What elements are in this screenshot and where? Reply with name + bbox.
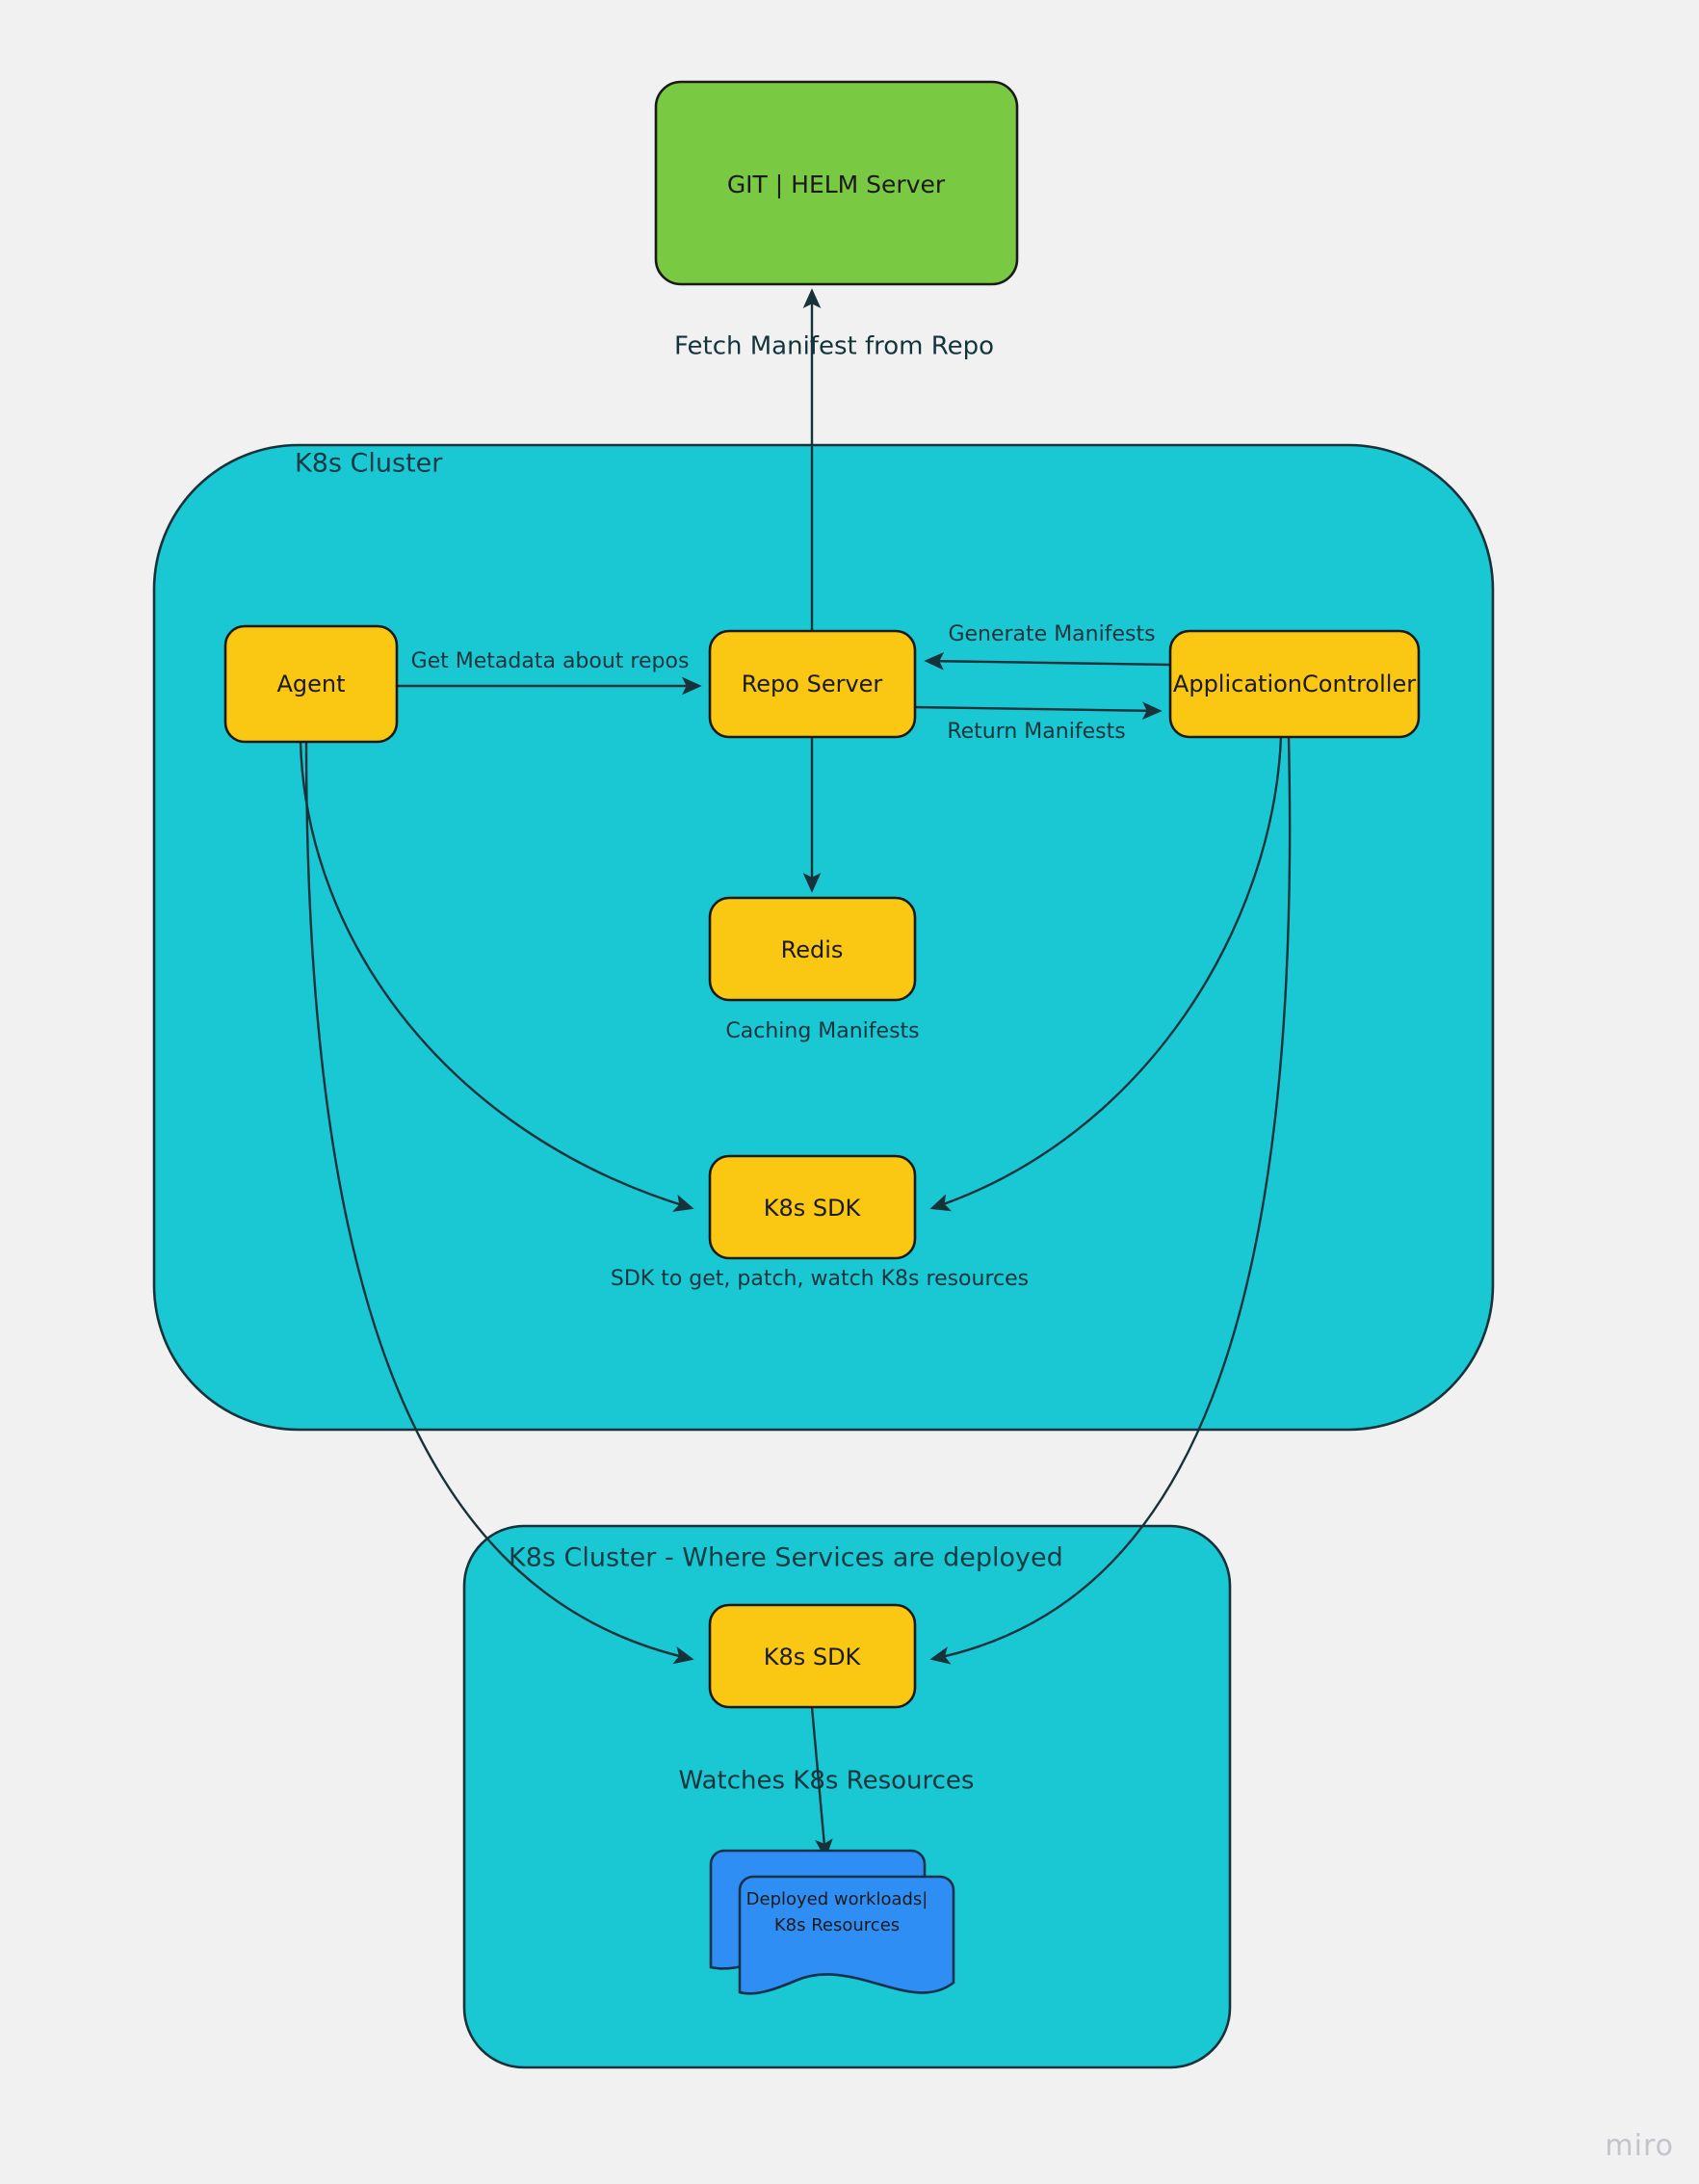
application-controller-label: ApplicationController — [1173, 671, 1416, 697]
redis-box[interactable] — [708, 896, 917, 1002]
edge-repo-server-to-redis[interactable]: Caching Manifests — [725, 737, 920, 1043]
k8s-cluster-bottom-label: K8s Cluster - Where Services are deploye… — [509, 1543, 1063, 1573]
edge-agent-to-k8s-sdk-top[interactable]: SDK to get, patch, watch K8s resources — [299, 741, 1029, 1291]
git-helm-server-label: GIT | HELM Server — [727, 171, 946, 198]
k8s-sdk-bottom-box[interactable] — [708, 1603, 917, 1709]
edge-label-sdk-description: SDK to get, patch, watch K8s resources — [611, 1267, 1029, 1291]
application-controller-box[interactable] — [1168, 629, 1421, 739]
node-repo-server[interactable]: Repo Server — [708, 629, 917, 739]
edge-appcontroller-to-repo-server[interactable]: Generate Manifests — [924, 622, 1171, 671]
edge-label-fetch-manifest: Fetch Manifest from Repo — [674, 332, 994, 361]
k8s-sdk-top-box[interactable] — [708, 1154, 917, 1260]
edge-appcontroller-to-k8s-sdk-bottom[interactable] — [929, 736, 1292, 1665]
edge-line — [929, 736, 1292, 1665]
miro-watermark: miro — [1605, 2129, 1674, 2163]
node-git-helm-server[interactable]: GIT | HELM Server — [654, 80, 1019, 286]
k8s-sdk-top-label: K8s SDK — [764, 1195, 862, 1222]
edge-appcontroller-to-k8s-sdk-top[interactable] — [929, 736, 1283, 1212]
edge-line — [810, 1706, 833, 1859]
edge-line — [924, 651, 1171, 671]
k8s-sdk-bottom-label: K8s SDK — [764, 1644, 862, 1671]
agent-box[interactable] — [223, 624, 399, 744]
edge-line — [914, 701, 1163, 721]
edge-line — [299, 741, 694, 1212]
edge-line — [929, 736, 1283, 1212]
node-k8s-sdk-top[interactable]: K8s SDK — [708, 1154, 917, 1260]
deployed-workloads-label-line2: K8s Resources — [774, 1915, 900, 1935]
node-deployed-workloads[interactable]: Deployed workloads| K8s Resources — [709, 1849, 955, 1995]
node-k8s-sdk-bottom[interactable]: K8s SDK — [708, 1603, 917, 1709]
repo-server-box[interactable] — [708, 629, 917, 739]
k8s-cluster-bottom-box[interactable] — [462, 1524, 1232, 2069]
edge-agent-to-repo-server[interactable]: Get Metadata about repos — [397, 649, 702, 696]
deployed-workloads-label-line1: Deployed workloads| — [746, 1889, 928, 1909]
edge-repo-server-to-appcontroller[interactable]: Return Manifests — [914, 701, 1163, 744]
edge-label-return-manifests: Return Manifests — [947, 720, 1125, 744]
edge-k8s-sdk-bottom-to-workloads[interactable]: Watches K8s Resources — [679, 1706, 975, 1859]
deployed-workloads-front-sheet[interactable] — [738, 1875, 955, 1995]
agent-label: Agent — [276, 671, 345, 697]
edge-agent-to-k8s-sdk-bottom[interactable] — [304, 741, 694, 1665]
edge-label-get-metadata: Get Metadata about repos — [411, 649, 690, 673]
edge-repo-server-to-git-helm[interactable]: Fetch Manifest from Repo — [674, 288, 994, 631]
repo-server-label: Repo Server — [742, 671, 883, 697]
node-application-controller[interactable]: ApplicationController — [1168, 629, 1421, 739]
node-agent[interactable]: Agent — [223, 624, 399, 744]
edge-line — [304, 741, 694, 1665]
node-redis[interactable]: Redis — [708, 896, 917, 1002]
group-k8s-cluster-bottom[interactable]: K8s Cluster - Where Services are deploye… — [462, 1524, 1232, 2069]
edge-label-caching-manifests: Caching Manifests — [725, 1019, 919, 1043]
edge-label-watches-k8s-resources: Watches K8s Resources — [679, 1767, 975, 1796]
edge-label-generate-manifests: Generate Manifests — [948, 622, 1155, 646]
k8s-cluster-top-label: K8s Cluster — [295, 449, 443, 479]
redis-label: Redis — [781, 936, 844, 963]
git-helm-server-box[interactable] — [654, 80, 1019, 286]
